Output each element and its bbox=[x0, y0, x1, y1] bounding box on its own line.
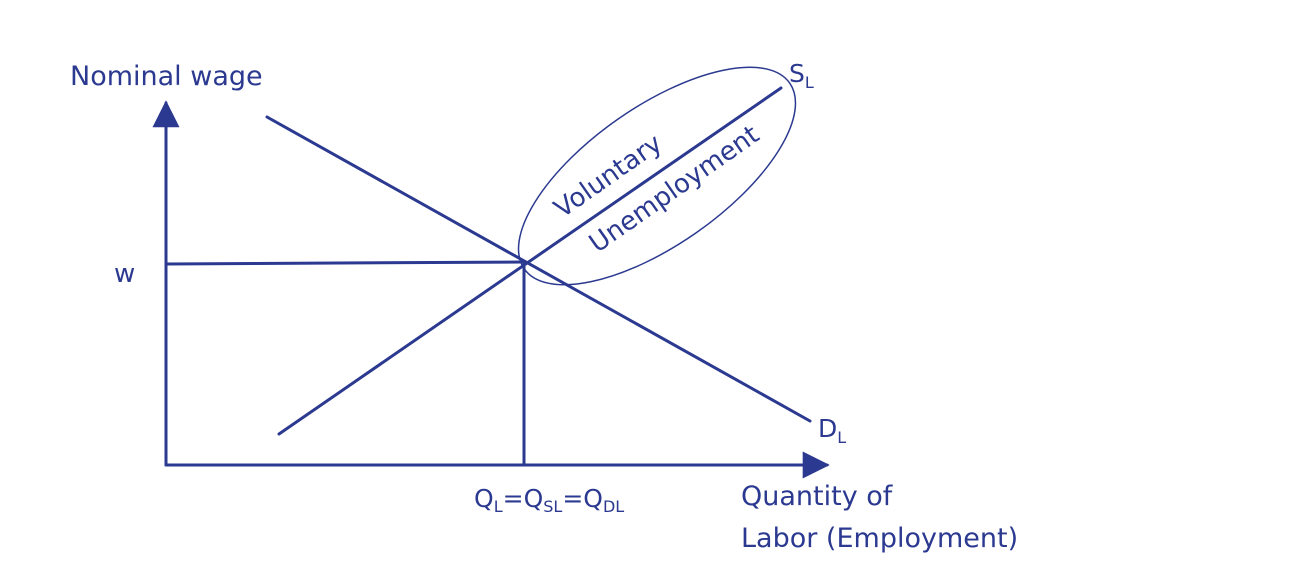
eq-q-sub: L bbox=[494, 497, 503, 516]
supply-letter: S bbox=[789, 59, 805, 88]
demand-letter: D bbox=[818, 414, 837, 443]
eq-qd-sub: DL bbox=[603, 497, 624, 516]
eq-q: Q bbox=[474, 484, 494, 513]
demand-sub: L bbox=[837, 428, 846, 447]
supply-sub: L bbox=[805, 73, 814, 92]
equilibrium-quantity-label: QL=QSL=QDL bbox=[474, 484, 624, 516]
eq-qs-sub: SL bbox=[543, 497, 562, 516]
y-axis-label: Nominal wage bbox=[70, 61, 263, 92]
x-axis-label-line1: Quantity of bbox=[741, 481, 894, 512]
supply-curve bbox=[277, 86, 783, 436]
x-axis-label-line2: Labor (Employment) bbox=[741, 523, 1018, 554]
eq-qs: Q bbox=[524, 484, 544, 513]
demand-label: DL bbox=[818, 414, 846, 447]
supply-label: SL bbox=[789, 59, 814, 92]
demand-curve bbox=[265, 115, 812, 423]
wage-guide-line bbox=[164, 260, 526, 266]
voluntary-unemployment-ellipse bbox=[517, 66, 797, 286]
eq-qd: Q bbox=[583, 484, 603, 513]
wage-label: w bbox=[114, 259, 135, 289]
eq-sign-2: = bbox=[562, 484, 583, 513]
eq-sign-1: = bbox=[503, 484, 524, 513]
